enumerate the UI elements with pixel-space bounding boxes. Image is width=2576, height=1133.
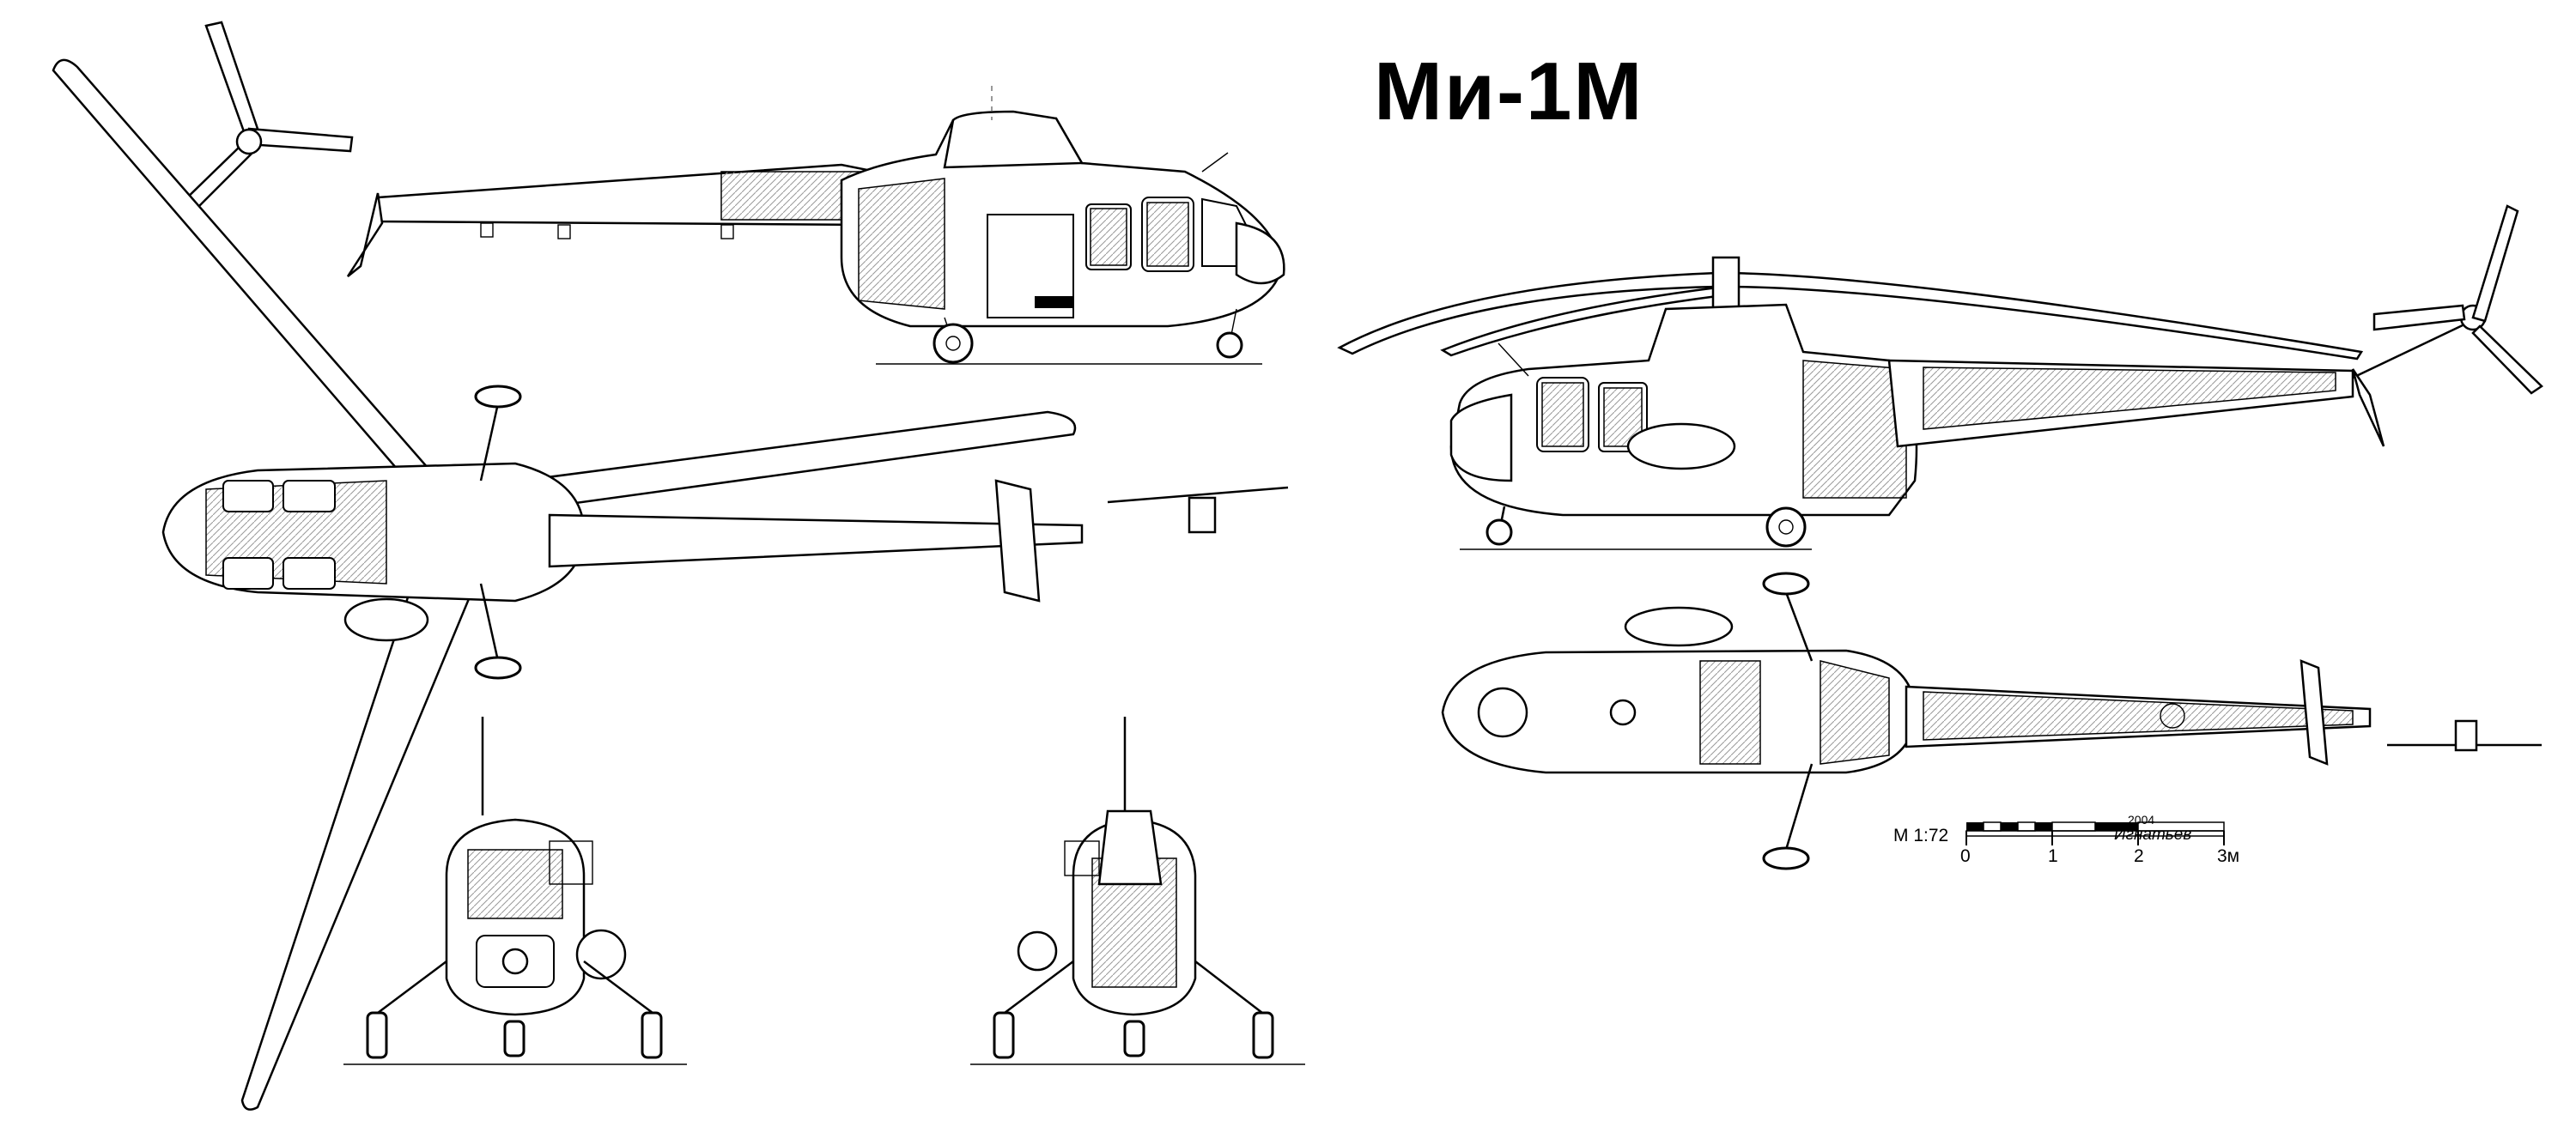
drawing-year: 2004 [2128,813,2155,827]
wheel-front-left [366,1011,388,1059]
top-view-left [52,58,1289,1111]
main-wheel-bottom-1 [1762,572,1810,596]
side-view-right [1337,204,2543,550]
scale-tick-1: 1 [2048,846,2058,866]
rotor-blade-1 [52,58,448,508]
main-wheel-bottom-2 [1762,846,1810,870]
drawing-title: Ми-1М [1374,45,1644,137]
front-view [343,717,687,1065]
scale-tick-3: 3м [2217,846,2240,866]
bottom-view-right [1441,572,2542,870]
scale-label: М 1:72 [1893,826,1949,845]
main-rotor-side-right [1337,271,2364,360]
rotor-blade-2 [453,410,1077,520]
main-wheel-side-right [1765,506,1807,548]
scale-tick-2: 2 [2134,846,2144,866]
author-signature: Игнатьев [2114,826,2192,844]
rear-view [970,717,1305,1065]
main-wheel-top-left-2 [474,656,522,680]
side-view-left [177,21,1285,365]
main-wheel-side-left [933,323,974,364]
wheel-front-right [641,1011,663,1059]
rotor-blade-3 [240,530,491,1111]
scale-bar [1965,821,2225,845]
tail-rotor-side-right [2352,204,2543,395]
scale-tick-0: 0 [1960,846,1971,866]
main-wheel-top-left-1 [474,385,522,409]
tail-rotor-side-left [177,21,354,218]
